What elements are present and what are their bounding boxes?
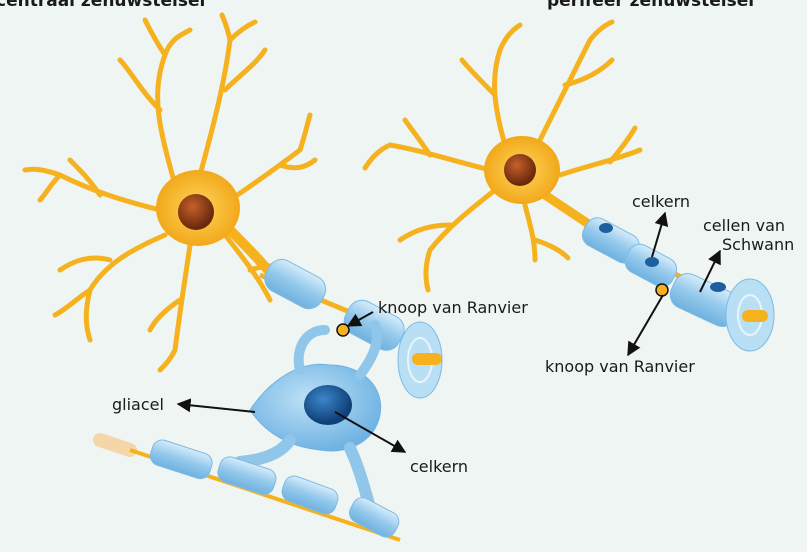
heading-peripheral-nervous-system: perifeer zenuwstelsel	[547, 0, 754, 11]
label-glial-cell: gliacel	[112, 395, 164, 414]
schwann-nucleus-3	[710, 282, 726, 292]
arrow-right-node	[628, 295, 663, 355]
arrow-right-nucleus	[652, 213, 665, 257]
right-soma-nucleus	[504, 154, 536, 186]
label-left-node-of-ranvier: knoop van Ranvier	[378, 298, 528, 317]
schwann-nucleus-1	[599, 223, 613, 233]
label-right-nucleus: celkern	[632, 192, 690, 211]
left-soma-nucleus	[178, 194, 214, 230]
schwann-nucleus-2	[645, 257, 659, 267]
heading-central-nervous-system: centraal zenuwstelsel	[0, 0, 205, 11]
left-node-marker	[337, 324, 349, 336]
right-node-marker	[656, 284, 668, 296]
left-neuron	[25, 15, 315, 370]
label-right-node-of-ranvier: knoop van Ranvier	[545, 357, 695, 376]
glial-nucleus	[304, 385, 352, 425]
arrow-glia	[178, 404, 255, 412]
label-left-nucleus: celkern	[410, 457, 468, 476]
label-schwann-line1: cellen van	[703, 216, 785, 235]
right-axon-hillock	[545, 195, 590, 225]
label-schwann-line2: Schwann	[722, 235, 794, 254]
